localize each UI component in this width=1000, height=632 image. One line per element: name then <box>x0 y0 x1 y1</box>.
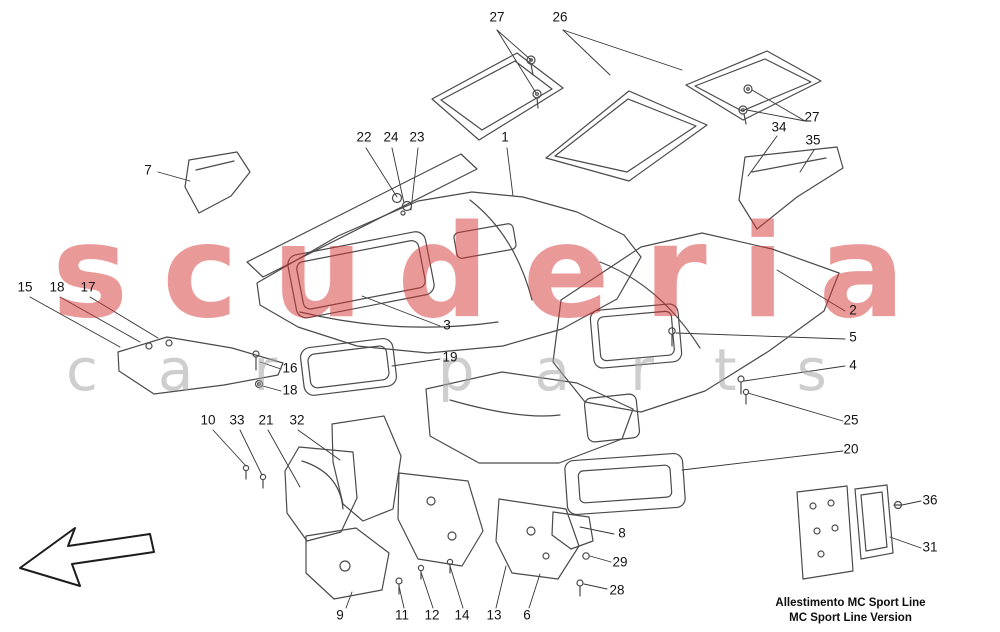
callout-5-part-1: 1 <box>501 129 509 145</box>
part-front-mat-right <box>685 50 822 125</box>
callout-24-part-32: 32 <box>289 412 305 428</box>
part-trim-35 <box>738 146 844 230</box>
part-bracket-12 <box>397 472 484 580</box>
part-front-mat-left <box>431 52 564 141</box>
callout-11-part-18: 18 <box>49 279 65 295</box>
leader-lines <box>29 29 922 609</box>
callout-32-part-11: 11 <box>394 607 410 623</box>
callout-33-part-12: 12 <box>424 607 440 623</box>
callout-36-part-6: 6 <box>523 607 531 623</box>
direction-arrow-icon <box>19 527 155 587</box>
part-side-trim-7 <box>184 151 251 214</box>
callout-21-part-10: 10 <box>200 412 216 428</box>
callout-27-part-29: 29 <box>612 554 628 570</box>
callout-2-part-22: 22 <box>356 129 372 145</box>
callout-25-part-20: 20 <box>843 441 859 457</box>
callout-1-part-26: 26 <box>552 9 568 25</box>
callout-16-part-3: 3 <box>443 317 451 333</box>
callout-10-part-15: 15 <box>17 279 33 295</box>
callout-26-part-8: 8 <box>618 525 626 541</box>
callout-6-part-34: 34 <box>771 119 787 135</box>
callout-9-part-7: 7 <box>144 162 152 178</box>
part-rear-carpet <box>552 232 840 413</box>
part-frame-20 <box>564 452 686 516</box>
part-main-carpet <box>256 191 642 354</box>
callout-29-part-36: 36 <box>922 492 938 508</box>
callout-12-part-17: 17 <box>80 279 96 295</box>
callout-14-part-5: 5 <box>849 329 857 345</box>
part-bracket-9 <box>305 527 403 600</box>
callout-22-part-33: 33 <box>229 412 245 428</box>
version-note-line1: Allestimento MC Sport Line <box>775 597 926 609</box>
callout-20-part-25: 25 <box>843 412 859 428</box>
callout-35-part-13: 13 <box>486 607 502 623</box>
part-bracket-13 <box>495 498 594 597</box>
part-insulation-mat-19 <box>299 337 398 396</box>
version-note-line2: MC Sport Line Version <box>789 611 912 624</box>
callout-23-part-21: 21 <box>258 412 274 428</box>
part-front-mat-center <box>545 90 708 182</box>
version-note: Allestimento MC Sport Line MC Sport Line… <box>728 596 973 626</box>
callout-3-part-24: 24 <box>383 129 399 145</box>
callout-8-part-35: 35 <box>805 132 821 148</box>
callout-15-part-4: 4 <box>849 357 857 373</box>
part-lower-carpet <box>425 371 641 464</box>
callout-31-part-9: 9 <box>336 607 344 623</box>
part-sill-trim <box>117 336 284 395</box>
callout-28-part-28: 28 <box>609 582 625 598</box>
callout-30-part-31: 31 <box>922 539 938 555</box>
callout-18-part-18: 18 <box>282 382 298 398</box>
callout-7-part-27: 27 <box>804 109 820 125</box>
callout-4-part-23: 23 <box>409 129 425 145</box>
callout-34-part-14: 14 <box>454 607 470 623</box>
callout-19-part-19: 19 <box>442 349 458 365</box>
part-mounting-plates <box>796 484 903 580</box>
callout-17-part-16: 16 <box>282 360 298 376</box>
part-cross-rail <box>246 153 478 278</box>
callout-0-part-27: 27 <box>489 9 505 25</box>
part-side-panels <box>242 415 402 542</box>
callout-13-part-2: 2 <box>849 302 857 318</box>
